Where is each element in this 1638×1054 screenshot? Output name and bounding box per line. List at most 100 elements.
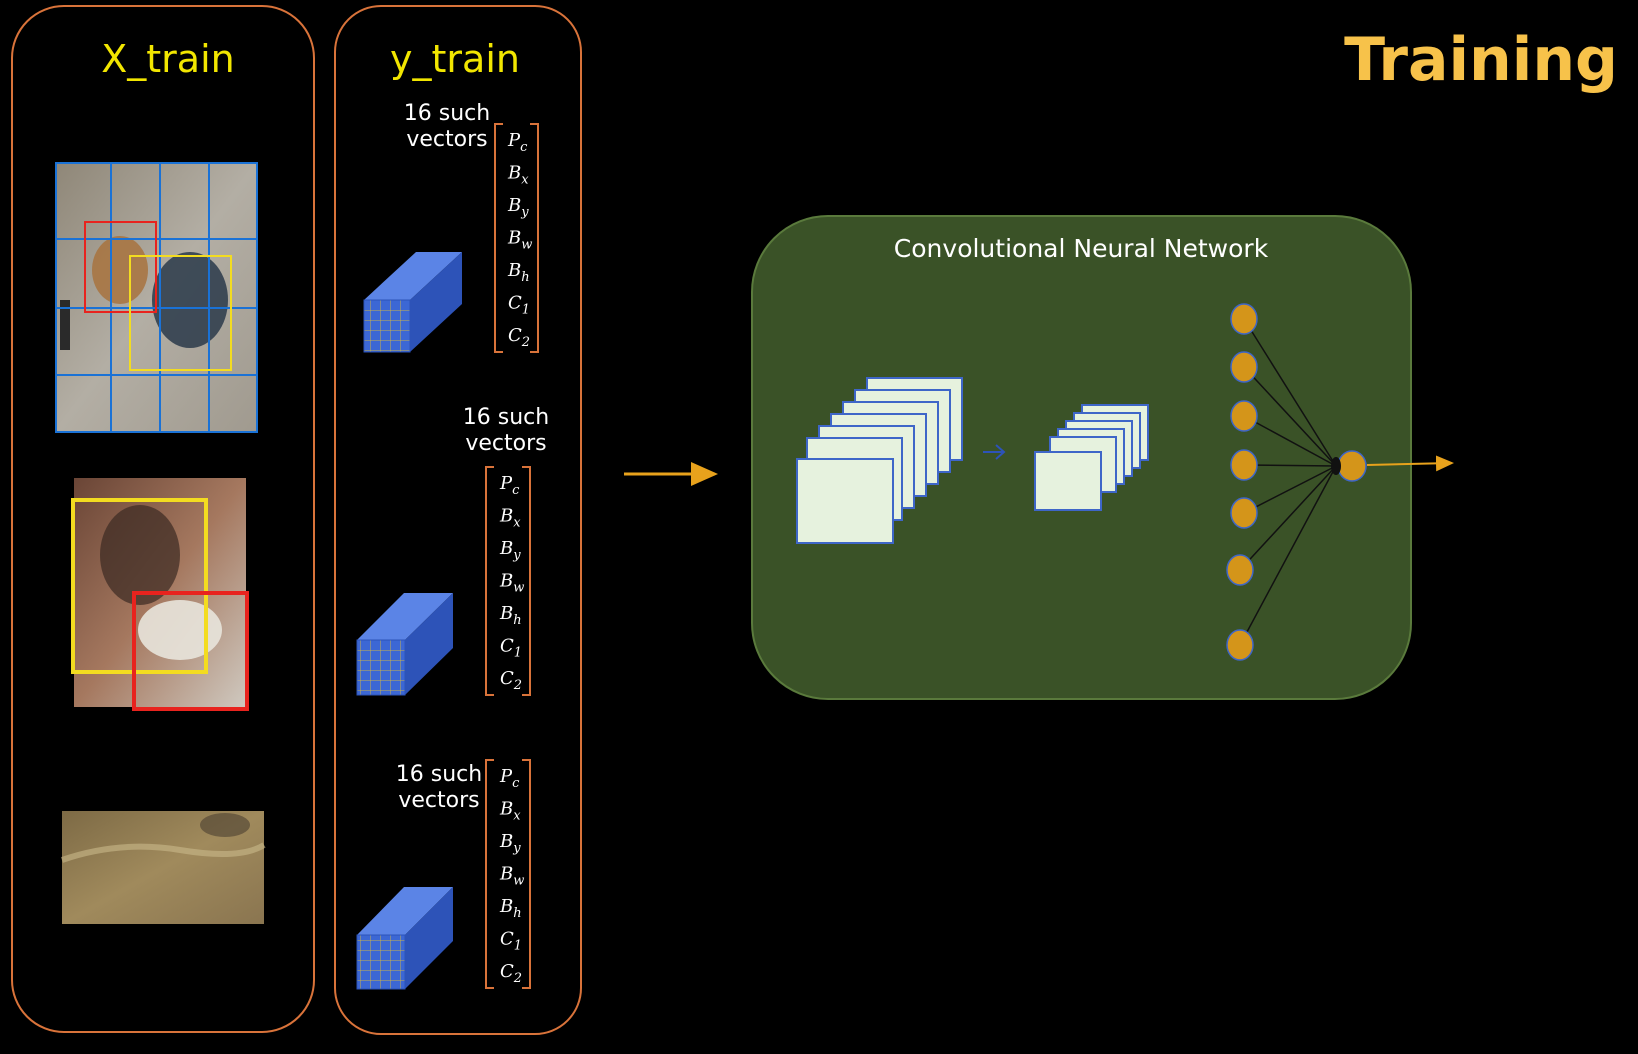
vector-element: C1	[508, 293, 530, 318]
vector-element: Bx	[499, 506, 521, 531]
vector-element: C1	[500, 636, 522, 661]
vector-element-subscript: 1	[514, 939, 522, 954]
vector-element-subscript: x	[521, 173, 529, 188]
vector-element-base: B	[507, 163, 521, 184]
vector-element: Bw	[507, 228, 532, 253]
vector-element-subscript: 2	[513, 678, 522, 693]
y-train-panel	[334, 5, 582, 1035]
vector-element-base: B	[499, 571, 513, 592]
vector-bracket	[485, 759, 531, 989]
vector-element-base: C	[500, 636, 514, 657]
vector-count-label: 16 such	[463, 405, 549, 430]
vector-element-subscript: h	[513, 906, 521, 921]
neuron	[1230, 303, 1258, 335]
vector-count-label: vectors	[465, 431, 546, 456]
vector-element-base: B	[499, 799, 513, 820]
vector-element: C1	[500, 929, 522, 954]
vector-bracket	[494, 123, 539, 353]
vector-element: Bh	[499, 603, 522, 628]
vector-element-subscript: w	[521, 238, 532, 253]
x-train-label: X_train	[101, 37, 234, 81]
vector-element-subscript: x	[513, 809, 521, 824]
vector-element-base: B	[499, 538, 513, 559]
training-image-3	[61, 811, 266, 924]
vector-element: C2	[500, 668, 522, 693]
output-cube	[363, 252, 462, 353]
cnn-label: Convolutional Neural Network	[894, 234, 1269, 263]
y-train-label: y_train	[390, 37, 520, 81]
vector-element-subscript: 1	[522, 303, 530, 318]
vector-element-base: B	[499, 864, 513, 885]
output-arrow	[1366, 455, 1454, 472]
vector-count-label: vectors	[406, 127, 487, 152]
vector-element-subscript: h	[513, 613, 521, 628]
vector-element: Bx	[499, 799, 521, 824]
vector-element: Bw	[499, 864, 524, 889]
vector-element: Bx	[507, 163, 529, 188]
vector-element-base: B	[507, 260, 521, 281]
output-neuron	[1337, 450, 1367, 482]
bounding-box-red	[132, 591, 249, 711]
vector-element-subscript: y	[520, 205, 529, 220]
vector-element-subscript: c	[520, 140, 528, 155]
vector-element: By	[499, 538, 521, 563]
neuron	[1226, 629, 1254, 661]
bounding-box-red	[84, 221, 157, 313]
bounding-box-yellow	[71, 498, 208, 674]
vector-element-subscript: w	[513, 581, 524, 596]
vector-element: C2	[508, 325, 530, 350]
training-image-1	[55, 162, 258, 433]
vector-element-base: B	[507, 228, 521, 249]
vector-element-base: B	[499, 506, 513, 527]
vector-count-label: 16 such	[396, 762, 482, 787]
vector-element-base: P	[499, 473, 513, 494]
vector-element: C2	[500, 961, 522, 986]
vector-element-subscript: 1	[514, 646, 522, 661]
vector-element: Bw	[499, 571, 524, 596]
vector-element-base: C	[500, 929, 514, 950]
dense-layer-neurons	[1226, 303, 1258, 661]
vector-element-subscript: c	[512, 776, 520, 791]
vector-element-base: B	[499, 603, 513, 624]
vector-element-base: C	[508, 325, 522, 346]
vector-element-base: C	[508, 293, 522, 314]
neuron	[1230, 497, 1258, 529]
vector-element-subscript: y	[512, 841, 521, 856]
vector-element-base: P	[507, 130, 521, 151]
vector-element: Bh	[499, 896, 522, 921]
neuron	[1230, 449, 1258, 481]
vector-element-subscript: x	[513, 516, 521, 531]
vector-element-subscript: 2	[521, 335, 530, 350]
neuron	[1226, 554, 1254, 586]
neuron	[1230, 400, 1258, 432]
output-cube	[356, 593, 453, 696]
vector-element-subscript: 2	[513, 971, 522, 986]
vector-element: By	[499, 831, 521, 856]
x-train-panel	[11, 5, 315, 1033]
output-neuron-junction	[1331, 457, 1341, 475]
vector-element-subscript: y	[512, 548, 521, 563]
vector-count-label: 16 such	[404, 101, 490, 126]
vector-count-label: vectors	[398, 788, 479, 813]
grid-overlay	[55, 162, 258, 433]
vector-element: Bh	[507, 260, 530, 285]
page-title: Training	[1344, 25, 1618, 95]
output-cube	[356, 887, 453, 990]
vector-element-subscript: c	[512, 483, 520, 498]
dense-connections	[1239, 318, 1337, 646]
feature-maps-layer-2	[1034, 404, 1149, 511]
bounding-box-yellow	[129, 255, 232, 371]
vector-element: Pc	[499, 766, 520, 791]
feature-maps-layer-1	[796, 377, 963, 544]
vector-element: Pc	[507, 130, 528, 155]
vector-element-base: B	[499, 831, 513, 852]
vector-element-base: C	[500, 961, 514, 982]
training-image-2	[71, 478, 249, 711]
vector-element-base: C	[500, 668, 514, 689]
vector-element-base: P	[499, 766, 513, 787]
vector-element-base: B	[499, 896, 513, 917]
